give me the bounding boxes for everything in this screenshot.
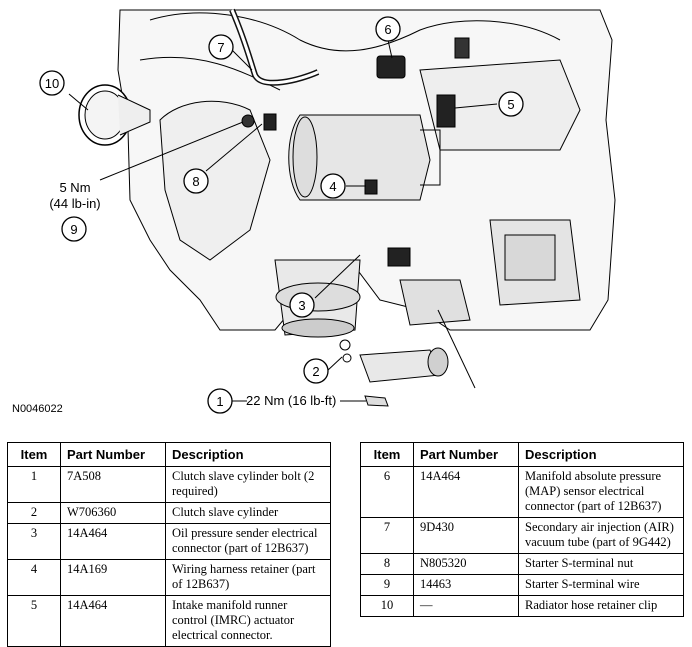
svg-text:1: 1 <box>216 394 223 409</box>
callout-4: 4 <box>320 173 346 199</box>
row-item: 5 <box>7 595 61 647</box>
torque-item9-nm: 5 Nm <box>59 180 91 195</box>
header-item: Item <box>7 442 61 467</box>
row-part-number: W706360 <box>60 502 166 524</box>
table-row: 5 14A464 Intake manifold runner control … <box>7 595 331 647</box>
svg-text:3: 3 <box>298 298 305 313</box>
header-part-number: Part Number <box>413 442 519 467</box>
parts-table-right: Item Part Number Description 6 14A464 Ma… <box>360 442 684 617</box>
svg-text:8: 8 <box>192 174 199 189</box>
row-item: 6 <box>360 466 414 518</box>
table-row: 1 7A508 Clutch slave cylinder bolt (2 re… <box>7 466 331 503</box>
torque-item9-lbin: (44 lb-in) <box>49 196 101 211</box>
torque-item1: 22 Nm (16 lb-ft) <box>246 393 337 408</box>
table-header-row: Item Part Number Description <box>360 442 684 467</box>
row-part-number: 7A508 <box>60 466 166 503</box>
callout-3: 3 <box>289 292 315 318</box>
svg-text:10: 10 <box>45 76 59 91</box>
row-part-number: 14A464 <box>60 595 166 647</box>
row-item: 2 <box>7 502 61 524</box>
table-row: 3 14A464 Oil pressure sender electrical … <box>7 523 331 560</box>
row-item: 10 <box>360 595 414 617</box>
row-item: 1 <box>7 466 61 503</box>
engine-line-art <box>78 8 616 407</box>
row-description: Manifold absolute pressure (MAP) sensor … <box>518 466 684 518</box>
svg-text:7: 7 <box>217 40 224 55</box>
header-part-number: Part Number <box>60 442 166 467</box>
row-item: 8 <box>360 553 414 575</box>
svg-text:2: 2 <box>312 364 319 379</box>
table-row: 4 14A169 Wiring harness retainer (part o… <box>7 559 331 596</box>
table-row: 9 14463 Starter S-terminal wire <box>360 574 684 596</box>
row-item: 4 <box>7 559 61 596</box>
engine-diagram: 10 7 6 5 4 8 3 2 1 9 <box>39 8 616 414</box>
figure-id: N0046022 <box>12 403 63 415</box>
row-description: Clutch slave cylinder <box>165 502 331 524</box>
callout-2: 2 <box>303 358 329 384</box>
row-description: Secondary air injection (AIR) vacuum tub… <box>518 517 684 554</box>
row-description: Starter S-terminal nut <box>518 553 684 575</box>
svg-text:4: 4 <box>329 179 336 194</box>
row-description: Intake manifold runner control (IMRC) ac… <box>165 595 331 647</box>
row-part-number: — <box>413 595 519 617</box>
table-row: 10 — Radiator hose retainer clip <box>360 595 684 617</box>
callout-5: 5 <box>498 91 524 117</box>
table-row: 8 N805320 Starter S-terminal nut <box>360 553 684 575</box>
callout-1: 1 <box>207 388 233 414</box>
header-description: Description <box>518 442 684 467</box>
table-row: 7 9D430 Secondary air injection (AIR) va… <box>360 517 684 554</box>
callout-6: 6 <box>375 16 401 42</box>
row-part-number: 9D430 <box>413 517 519 554</box>
row-description: Starter S-terminal wire <box>518 574 684 596</box>
row-description: Oil pressure sender electrical connector… <box>165 523 331 560</box>
row-description: Radiator hose retainer clip <box>518 595 684 617</box>
header-description: Description <box>165 442 331 467</box>
svg-text:6: 6 <box>384 22 391 37</box>
row-description: Clutch slave cylinder bolt (2 required) <box>165 466 331 503</box>
table-row: 2 W706360 Clutch slave cylinder <box>7 502 331 524</box>
row-item: 3 <box>7 523 61 560</box>
row-part-number: 14A464 <box>60 523 166 560</box>
row-part-number: N805320 <box>413 553 519 575</box>
row-part-number: 14A464 <box>413 466 519 518</box>
callout-7: 7 <box>208 34 234 60</box>
callout-8: 8 <box>183 168 209 194</box>
svg-text:5: 5 <box>507 97 514 112</box>
table-row: 6 14A464 Manifold absolute pressure (MAP… <box>360 466 684 518</box>
parts-table-left: Item Part Number Description 1 7A508 Clu… <box>7 442 331 647</box>
row-item: 9 <box>360 574 414 596</box>
row-part-number: 14463 <box>413 574 519 596</box>
callout-10: 10 <box>39 70 65 96</box>
row-part-number: 14A169 <box>60 559 166 596</box>
row-description: Wiring harness retainer (part of 12B637) <box>165 559 331 596</box>
header-item: Item <box>360 442 414 467</box>
svg-text:9: 9 <box>70 222 77 237</box>
row-item: 7 <box>360 517 414 554</box>
callout-9: 9 <box>61 216 87 242</box>
table-header-row: Item Part Number Description <box>7 442 331 467</box>
